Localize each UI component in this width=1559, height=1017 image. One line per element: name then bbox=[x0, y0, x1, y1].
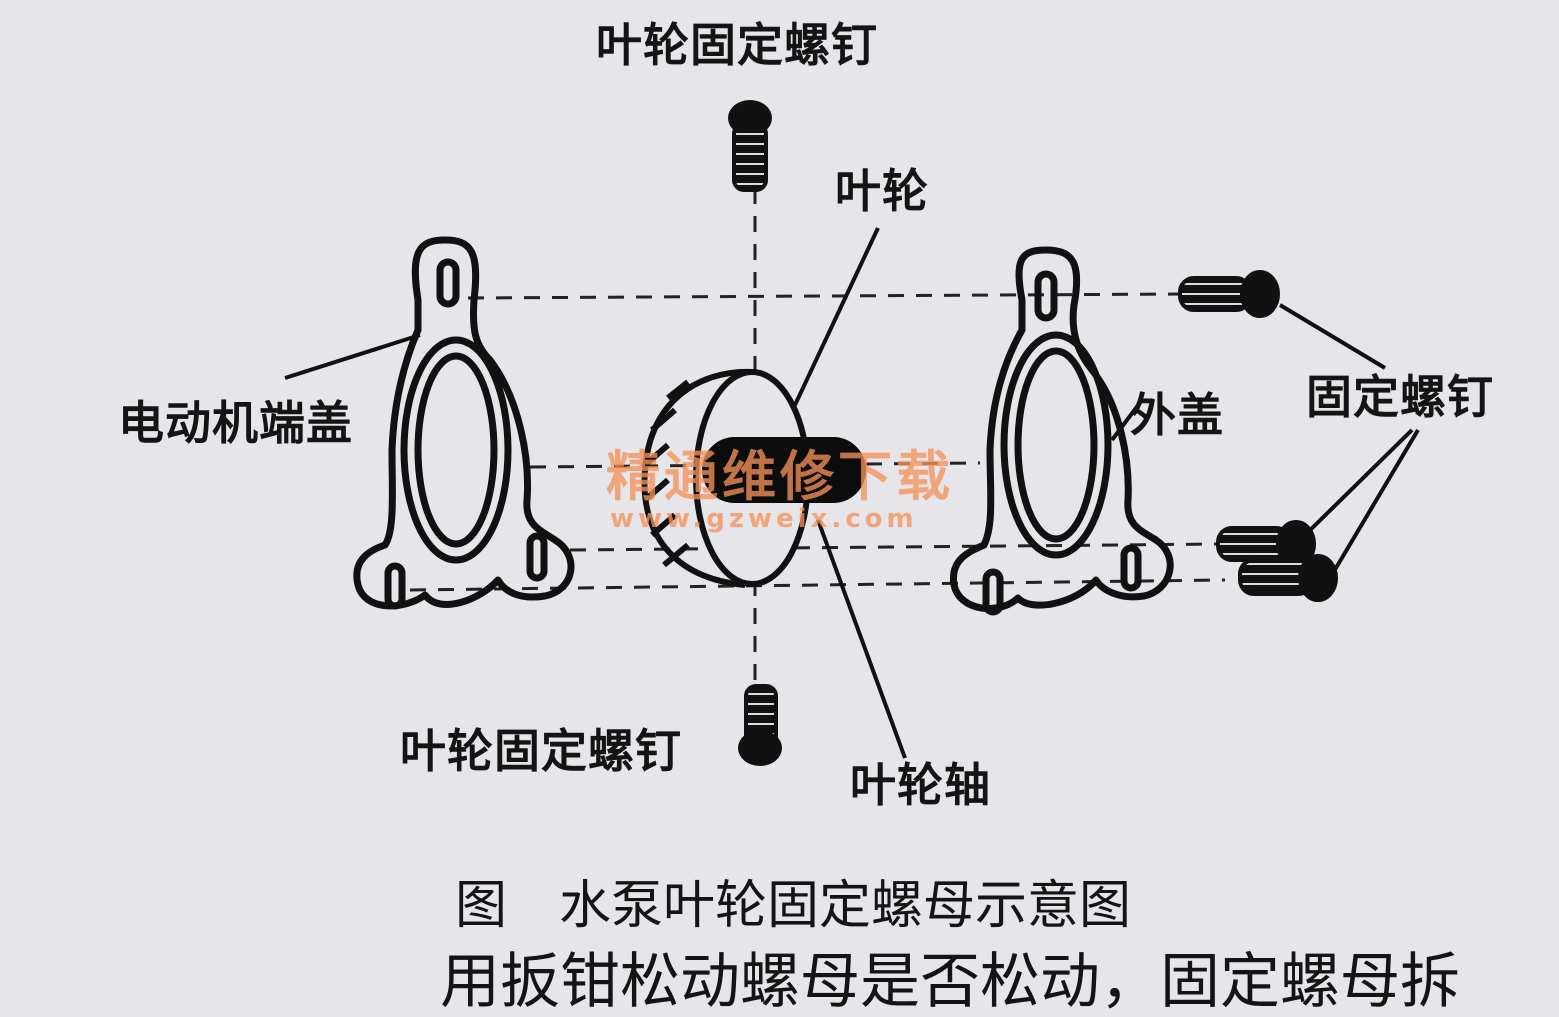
impeller-shaft-part bbox=[702, 437, 866, 503]
bottom-impeller-screw-part bbox=[738, 684, 782, 766]
diagram-canvas: 叶轮固定螺钉 叶轮 电动机端盖 外盖 固定螺钉 叶轮固定螺钉 叶轮轴 精通维修下… bbox=[118, 18, 1494, 1012]
diagram-drawing bbox=[284, 100, 1420, 766]
watermark-url: www.gzweix.com bbox=[610, 504, 918, 534]
outer-cover-part bbox=[949, 246, 1174, 616]
label-impeller: 叶轮 bbox=[835, 164, 929, 218]
motor-end-cover-part bbox=[353, 236, 575, 610]
label-top-impeller-screw: 叶轮固定螺钉 bbox=[596, 18, 878, 72]
figure-caption: 图 水泵叶轮固定螺母示意图 bbox=[455, 876, 1132, 936]
label-motor-end-cover: 电动机端盖 bbox=[118, 396, 353, 450]
leader-lines bbox=[284, 227, 1420, 759]
cut-off-body-text: 用扳钳松动螺母是否松动，固定螺母拆 bbox=[440, 947, 1460, 1017]
watermark-site-name: 精通维修下载 bbox=[606, 445, 954, 508]
top-impeller-screw-part bbox=[728, 100, 772, 192]
label-fixing-screws: 固定螺钉 bbox=[1306, 370, 1494, 424]
impeller-part bbox=[641, 368, 866, 588]
label-outer-cover: 外盖 bbox=[1130, 388, 1224, 442]
label-impeller-shaft: 叶轮轴 bbox=[850, 758, 991, 812]
label-bottom-impeller-screw: 叶轮固定螺钉 bbox=[400, 724, 682, 778]
